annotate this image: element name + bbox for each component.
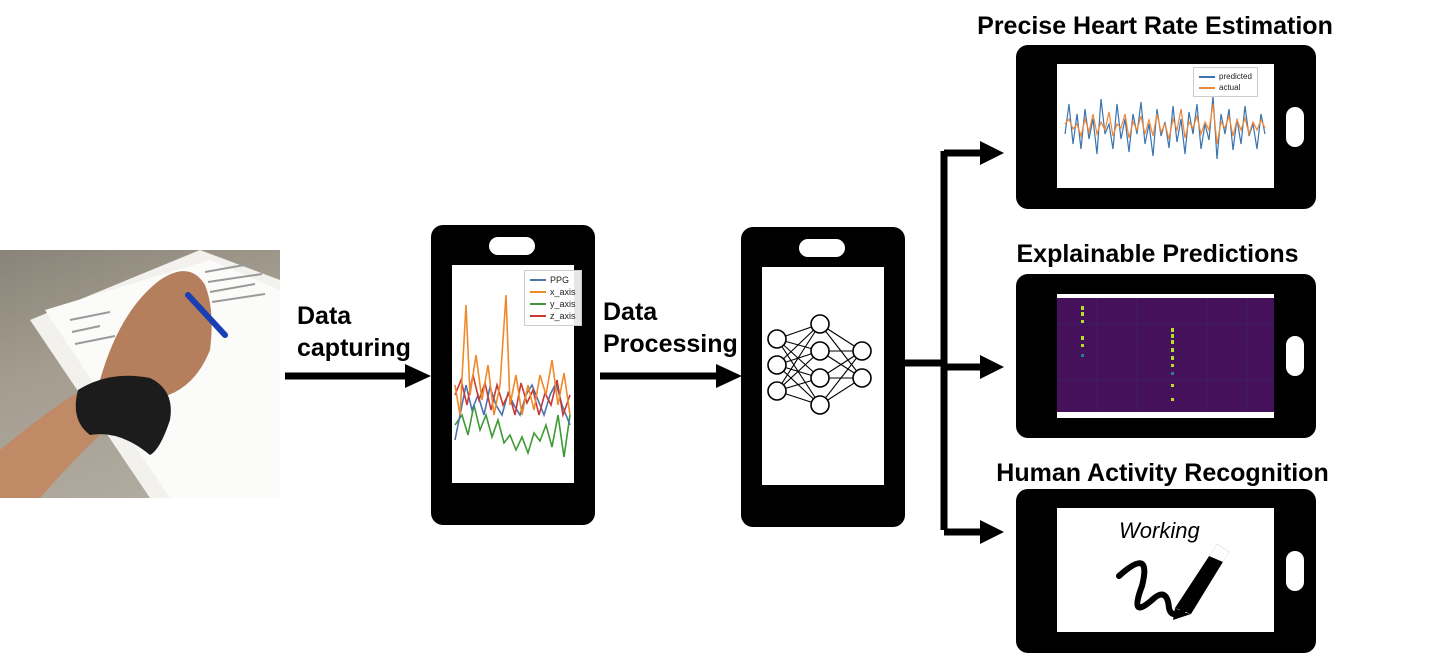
heart-rate-screen: predicted actual: [1057, 64, 1274, 188]
explainable-phone: [1016, 274, 1316, 438]
legend-swatch: [530, 279, 546, 281]
phone-speaker: [1286, 107, 1304, 147]
heart-rate-phone: predicted actual: [1016, 45, 1316, 209]
legend-swatch: [1199, 86, 1215, 89]
legend-label: actual: [1219, 83, 1241, 92]
wristband-photo: [0, 250, 280, 498]
legend-swatch: [530, 315, 546, 317]
legend-item: x_axis: [530, 286, 576, 298]
arrow-process: [600, 364, 742, 388]
phone-speaker: [799, 239, 845, 257]
signal-plot: [454, 294, 571, 458]
legend-item: PPG: [530, 274, 576, 286]
phone-speaker: [1286, 336, 1304, 376]
explainable-title: Explainable Predictions: [1016, 240, 1299, 268]
legend-item: y_axis: [530, 298, 576, 310]
arrow-capture: [285, 364, 431, 388]
heart-rate-plot: [1064, 95, 1266, 160]
heart-rate-title: Precise Heart Rate Estimation: [977, 12, 1333, 40]
explainable-screen: [1057, 294, 1274, 418]
legend-item: actual: [1199, 82, 1252, 93]
activity-screen: [1057, 508, 1274, 632]
legend-label: y_axis: [550, 299, 576, 309]
data-capturing-label: Data capturing: [297, 302, 411, 362]
legend-label: predicted: [1219, 72, 1252, 81]
neural-network-icon: [767, 314, 872, 415]
pen-icon: [1116, 544, 1229, 620]
legend-item: predicted: [1199, 71, 1252, 82]
phone-speaker: [1286, 551, 1304, 591]
legend-label: z_axis: [550, 311, 576, 321]
signal-chart-screen: PPG x_axis y_axis z_axis: [452, 265, 582, 483]
activity-label: Working: [1119, 518, 1200, 543]
legend-swatch: [530, 303, 546, 305]
signal-phone: PPG x_axis y_axis z_axis: [431, 225, 595, 525]
model-screen: [762, 267, 884, 485]
legend-label: PPG: [550, 275, 570, 285]
activity-phone: [1016, 489, 1316, 653]
activity-title: Human Activity Recognition: [996, 459, 1329, 487]
data-processing-label: Data Processing: [603, 298, 738, 358]
branch-arrows: [900, 141, 1004, 544]
legend-label: x_axis: [550, 287, 576, 297]
signal-legend: PPG x_axis y_axis z_axis: [524, 270, 582, 326]
hr-legend: predicted actual: [1193, 67, 1258, 97]
legend-swatch: [530, 291, 546, 293]
phone-speaker: [489, 237, 535, 255]
model-phone: [741, 227, 905, 527]
legend-item: z_axis: [530, 310, 576, 322]
heatmap: [1057, 298, 1274, 412]
legend-swatch: [1199, 75, 1215, 78]
